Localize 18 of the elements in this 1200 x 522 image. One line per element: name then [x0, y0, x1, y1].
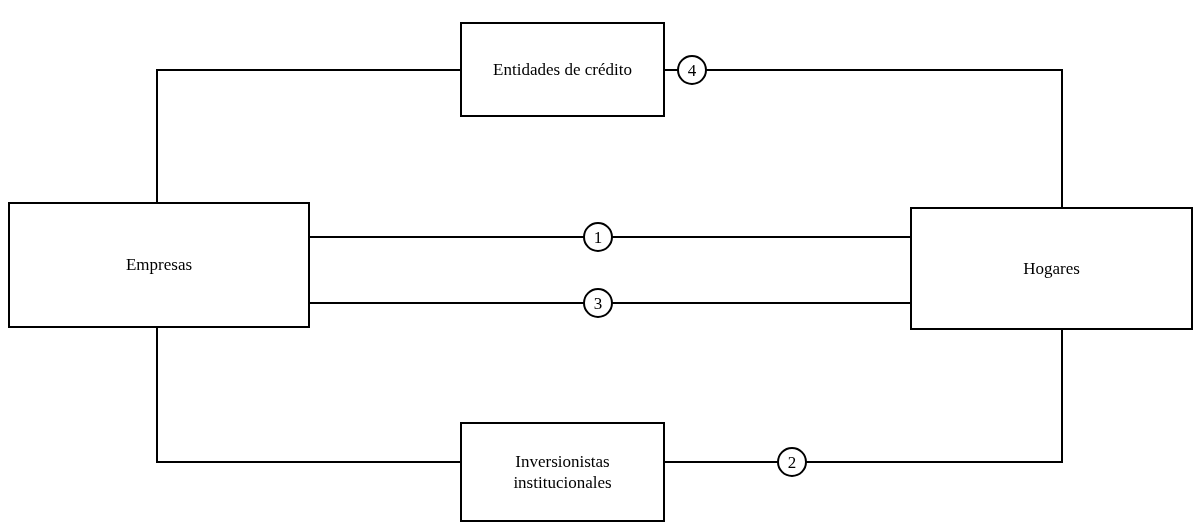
connector-line	[309, 236, 911, 238]
box-label: Empresas	[125, 254, 193, 276]
connector-line	[156, 327, 461, 463]
edge-label: 3	[583, 288, 613, 318]
edge-label: 2	[777, 447, 807, 477]
process-box	[460, 422, 665, 522]
box-label: Inversionistas institucionales	[512, 450, 613, 494]
box-label: Hogares	[1023, 257, 1080, 280]
connector-line	[156, 69, 461, 203]
box-label: Entidades de crédito	[493, 58, 632, 81]
edge-label: 1	[583, 222, 613, 252]
process-box	[910, 207, 1193, 330]
connector-line	[664, 329, 1063, 463]
process-box	[460, 22, 665, 117]
edge-label: 4	[677, 55, 707, 85]
process-box	[8, 202, 310, 328]
connector-line	[664, 69, 1063, 208]
connector-line	[309, 302, 911, 304]
